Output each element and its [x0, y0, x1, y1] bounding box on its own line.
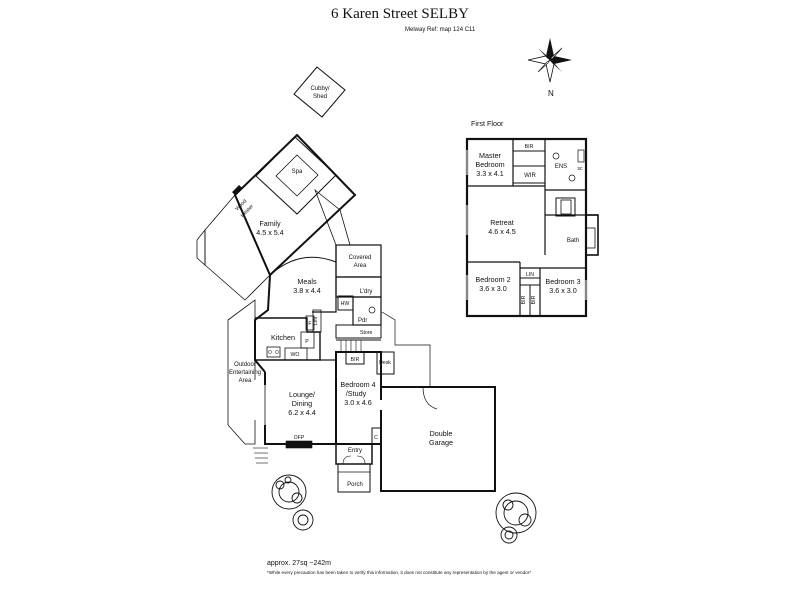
first-floor	[465, 137, 599, 318]
bedroom2-label: Bedroom 2	[475, 275, 510, 284]
bath-label: Bath	[567, 238, 579, 244]
ground-floor	[196, 133, 496, 493]
hw-label: HW	[341, 301, 350, 307]
ens-label: ENS	[555, 164, 567, 170]
pdr-label: Pdr	[358, 318, 367, 324]
ff-bir-left-label: BIR	[521, 295, 527, 304]
tree-left	[271, 474, 314, 531]
bedroom4-dims: 3.0 x 4.6	[344, 398, 372, 407]
f-label: F	[308, 321, 311, 327]
meals-label: Meals	[297, 277, 317, 286]
lounge-dims: 6.2 x 4.4	[288, 408, 316, 417]
master-dims: 3.3 x 4.1	[476, 169, 504, 178]
meals-dims: 3.8 x 4.4	[293, 286, 321, 295]
wo-label: WO	[291, 352, 300, 358]
entry-label: Entry	[348, 448, 362, 454]
desk-label: Desk	[379, 360, 391, 366]
sc-label: sc	[577, 166, 583, 172]
ff-lin-label: LIN	[526, 272, 534, 278]
outdoor-label-3: Area	[239, 378, 252, 384]
porch-label: Porch	[347, 482, 363, 488]
lounge-label-2: Dining	[292, 399, 312, 408]
first-floor-heading: First Floor	[471, 119, 504, 128]
garage-label-2: Garage	[429, 438, 453, 447]
store-label: Store	[360, 330, 373, 336]
spa-label: Spa	[292, 169, 303, 175]
bedroom4-label-1: Bedroom 4	[340, 380, 375, 389]
gf-lin-label: LIN	[313, 317, 319, 325]
ff-bir-top-label: BIR	[525, 144, 534, 150]
family-dims: 4.5 x 5.4	[256, 228, 284, 237]
master-label-2: Bedroom	[475, 160, 504, 169]
wir-label: WIR	[524, 173, 536, 179]
garage-label-1: Double	[430, 429, 453, 438]
shed-label: Shed	[313, 94, 327, 100]
floor-area: approx. 27sq ~242m	[267, 560, 332, 567]
outdoor-label-1: Outdoor	[234, 362, 256, 368]
gf-bir-label: BIR	[351, 357, 360, 363]
master-label-1: Master	[479, 151, 502, 160]
compass-rose-icon	[527, 38, 572, 83]
outdoor-label-2: Entertaining	[229, 370, 261, 376]
disclaimer: *While every precaution has been taken t…	[267, 570, 532, 575]
bedroom4-label-2: /Study	[346, 389, 367, 398]
area-label: Area	[354, 263, 367, 269]
melway-reference: Melway Ref: map 124 C11	[405, 27, 476, 33]
p-label: P	[305, 339, 309, 345]
cubby-shed: Cubby/ Shed	[293, 66, 346, 118]
retreat-label: Retreat	[490, 218, 514, 227]
ldry-label: L'dry	[360, 289, 373, 295]
lounge-label-1: Lounge/	[289, 390, 315, 399]
bedroom2-dims: 3.6 x 3.0	[479, 284, 507, 293]
tree-right	[495, 492, 537, 544]
kitchen-label: Kitchen	[271, 333, 295, 342]
bedroom3-dims: 3.6 x 3.0	[549, 286, 577, 295]
plan-title: 6 Karen Street SELBY	[331, 6, 469, 22]
retreat-dims: 4.6 x 4.5	[488, 227, 516, 236]
bedroom3-label: Bedroom 3	[545, 277, 580, 286]
c-label: C	[374, 435, 378, 441]
family-label: Family	[259, 219, 281, 228]
covered-label: Covered	[349, 255, 372, 261]
compass-north-label: N	[548, 89, 554, 98]
ff-bir-right-label: BIR	[531, 295, 537, 304]
ofp-label: OFP	[294, 435, 305, 441]
cubby-label: Cubby/	[310, 86, 329, 92]
